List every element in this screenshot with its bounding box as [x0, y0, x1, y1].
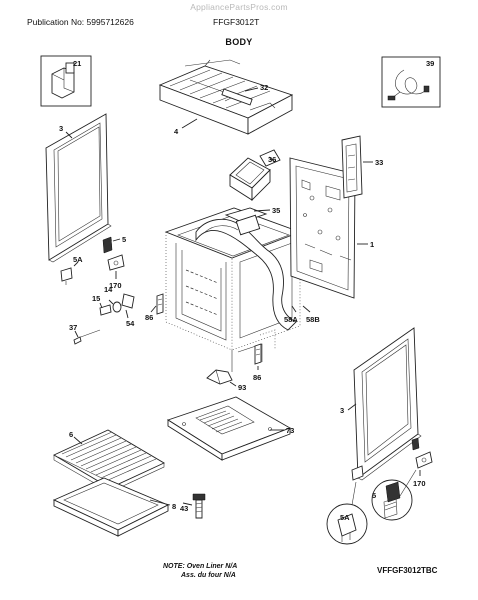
side-panel-right: [353, 327, 422, 481]
broiler-pan-8: [52, 477, 170, 537]
callout-5a-right: 5A: [340, 513, 350, 522]
zoom-circle-5: [371, 469, 417, 521]
oven-rack-6: [53, 429, 165, 493]
callout-73: 73: [286, 426, 294, 435]
orifice-5a-right-part: [351, 465, 364, 481]
note-oven-liner: NOTE: Oven Liner N/A: [163, 563, 238, 570]
door-stop-86-left: [156, 293, 164, 315]
callout-58a: 58A: [284, 315, 298, 324]
callout-86-right: 86: [253, 373, 261, 382]
callout-58b: 58B: [306, 315, 320, 324]
bracket-170-left: [107, 254, 125, 271]
callout-43: 43: [180, 504, 188, 513]
callout-36: 36: [268, 155, 276, 164]
callout-8: 8: [172, 502, 176, 511]
watermark-text: AppliancePartsPros.com: [190, 2, 288, 12]
callout-86-left: 86: [145, 313, 153, 322]
callout-170-right: 170: [413, 479, 426, 488]
valve-5-left: [102, 236, 113, 254]
callout-4: 4: [174, 127, 179, 136]
callout-93: 93: [238, 383, 246, 392]
callout-54: 54: [126, 319, 135, 328]
inset-39: [381, 56, 441, 108]
note-oven-liner-french: Ass. du four N/A: [181, 572, 236, 579]
oven-bottom-73: [166, 396, 292, 461]
callout-37: 37: [69, 323, 77, 332]
inset-21: [40, 55, 92, 107]
publication-number: Publication No: 5995712626: [27, 17, 134, 27]
zoom-circle-5a: [326, 481, 368, 545]
callout-39: 39: [426, 59, 434, 68]
page-title: BODY: [225, 37, 253, 47]
callout-14: 14: [104, 285, 113, 294]
door-stop-86-right: [254, 343, 262, 365]
callout-3-right: 3: [340, 406, 344, 415]
callout-5-right: 5: [372, 491, 376, 500]
orifice-5a-left: [60, 267, 73, 285]
igniter-parts: [73, 293, 135, 345]
callout-170-left: 170: [109, 281, 122, 290]
burner-box-4: [158, 59, 294, 135]
callout-6: 6: [69, 430, 73, 439]
diagram-code: VFFGF3012TBC: [377, 566, 438, 575]
callout-32: 32: [260, 83, 268, 92]
burner-93: [206, 369, 233, 385]
callout-21: 21: [73, 59, 81, 68]
valve-5-right: [411, 437, 420, 451]
callout-5-left: 5: [122, 235, 126, 244]
callout-3-left: 3: [59, 124, 63, 133]
back-panel-1: [289, 157, 356, 299]
bracket-33: [341, 135, 363, 199]
model-number: FFGF3012T: [213, 17, 260, 27]
screw-43: [192, 493, 206, 519]
side-panel-left: [45, 113, 112, 263]
callout-33: 33: [375, 158, 383, 167]
oven-body: [164, 207, 302, 372]
bracket-170-right: [415, 451, 433, 469]
callout-35: 35: [272, 206, 280, 215]
callout-15: 15: [92, 294, 100, 303]
callout-5a-left: 5A: [73, 255, 83, 264]
callout-1: 1: [370, 240, 374, 249]
